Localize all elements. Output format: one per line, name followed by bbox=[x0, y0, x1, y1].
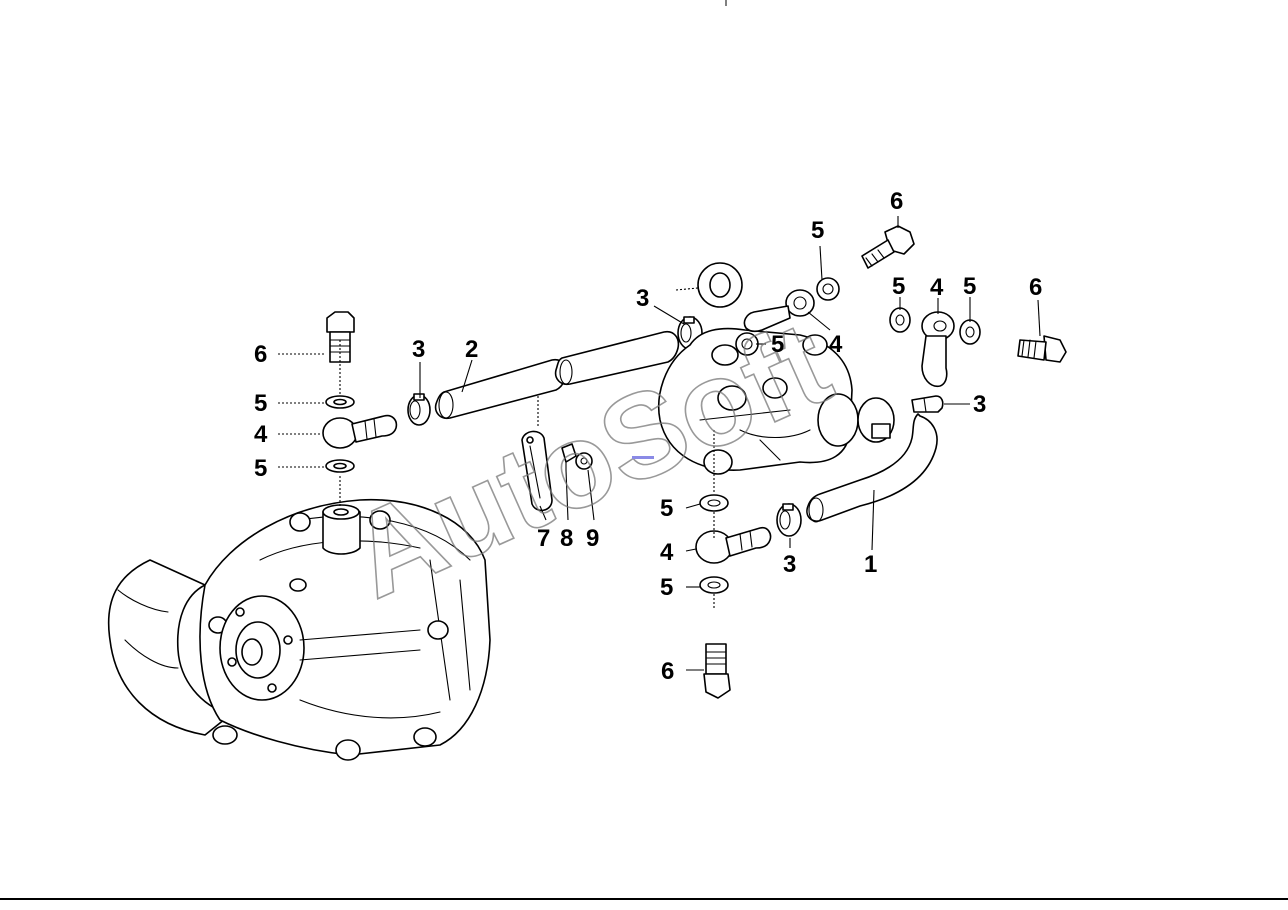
mounting-bracket bbox=[521, 430, 553, 512]
callout-4: 4 bbox=[660, 539, 674, 566]
banjo-fitting-lower bbox=[695, 526, 772, 564]
callout-6: 6 bbox=[254, 341, 267, 368]
callout-4: 4 bbox=[254, 421, 268, 448]
banjo-fitting-left bbox=[322, 414, 398, 449]
callout-5: 5 bbox=[771, 331, 784, 358]
callout-6: 6 bbox=[890, 188, 903, 215]
sealing-washer-lower-top bbox=[699, 494, 729, 512]
sealing-washer-right-a bbox=[889, 307, 911, 333]
callout-8: 8 bbox=[560, 525, 573, 552]
sealing-washer-right-b bbox=[959, 319, 981, 345]
callout-3: 3 bbox=[783, 551, 796, 578]
callout-4: 4 bbox=[829, 331, 843, 358]
coolant-hose-straight bbox=[434, 330, 680, 420]
banjo-bolt-lower bbox=[703, 643, 731, 699]
blue-mark bbox=[632, 456, 654, 459]
thermostat-valve-housing bbox=[658, 262, 895, 475]
coolant-hose-curved bbox=[806, 413, 938, 523]
banjo-bolt-left bbox=[326, 311, 355, 363]
callout-5: 5 bbox=[660, 574, 673, 601]
hose-clamp-left bbox=[407, 393, 431, 426]
callout-3: 3 bbox=[412, 336, 425, 363]
banjo-fitting-upper bbox=[743, 289, 815, 333]
hose-clamp-right bbox=[911, 395, 944, 413]
leader-lines bbox=[278, 216, 1041, 671]
banjo-bolt-right bbox=[1017, 335, 1067, 363]
callout-5: 5 bbox=[963, 273, 976, 300]
sealing-washer-left-top bbox=[325, 395, 355, 409]
sealing-washer-upper bbox=[816, 277, 840, 301]
bracket-bolt bbox=[561, 443, 577, 471]
callout-5: 5 bbox=[811, 217, 824, 244]
water-pump-housing bbox=[107, 498, 491, 761]
callout-labels: 1 2 3 3 3 3 4 4 4 4 5 5 5 5 5 5 5 5 6 6 … bbox=[254, 188, 1042, 685]
sealing-washer-lower-bottom bbox=[699, 576, 729, 594]
hose-clamp-lower bbox=[776, 503, 802, 537]
banjo-fitting-right bbox=[921, 311, 955, 388]
callout-3: 3 bbox=[636, 285, 649, 312]
callout-5: 5 bbox=[254, 390, 267, 417]
callout-2: 2 bbox=[465, 336, 478, 363]
banjo-bolt-top-right bbox=[861, 225, 915, 269]
callout-6: 6 bbox=[1029, 274, 1042, 301]
callout-3: 3 bbox=[973, 391, 986, 418]
bracket-nut bbox=[575, 452, 593, 470]
callout-4: 4 bbox=[930, 274, 944, 301]
callout-5: 5 bbox=[660, 495, 673, 522]
sealing-washer-left-bottom bbox=[325, 459, 355, 473]
callout-7: 7 bbox=[537, 525, 550, 552]
callout-5: 5 bbox=[892, 273, 905, 300]
callout-6: 6 bbox=[661, 658, 674, 685]
callout-9: 9 bbox=[586, 525, 599, 552]
callout-1: 1 bbox=[864, 551, 877, 578]
callout-5: 5 bbox=[254, 455, 267, 482]
